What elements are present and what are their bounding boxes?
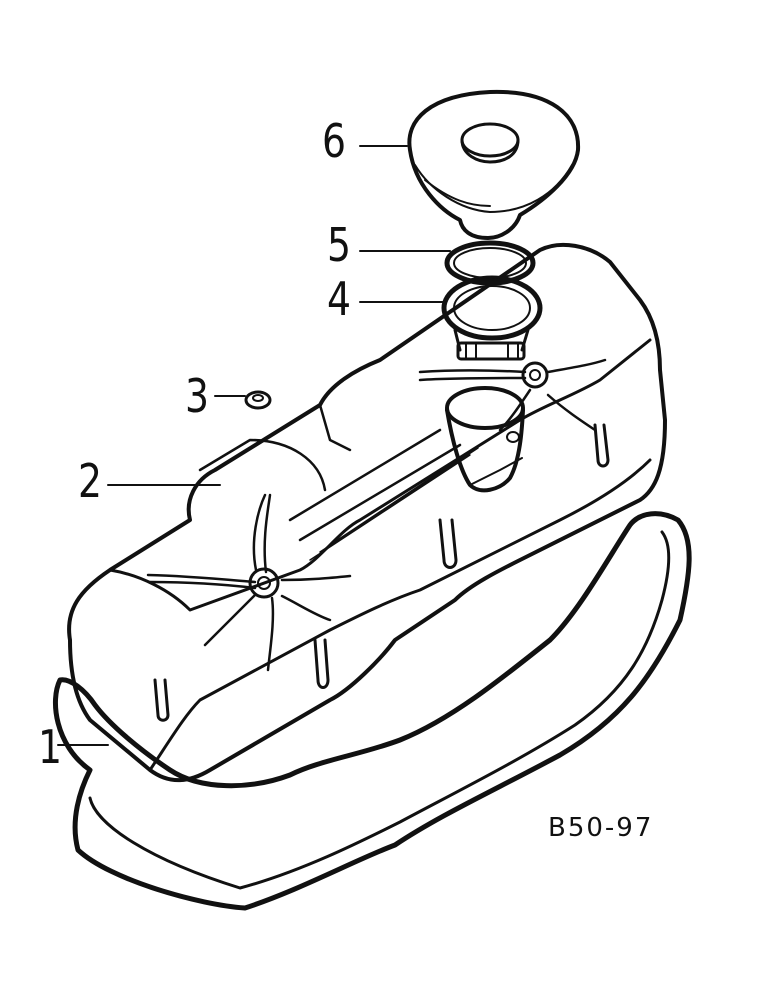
- callout-4: 4: [327, 272, 352, 326]
- grommet-3: [244, 390, 272, 410]
- callout-6: 6: [322, 114, 347, 168]
- breather-cap-6: [407, 89, 581, 240]
- leader-lines: [57, 145, 451, 746]
- callout-2: 2: [78, 454, 103, 508]
- callout-1: 1: [38, 720, 63, 774]
- valve-cover-2: [67, 242, 667, 783]
- clamp-4: [441, 275, 543, 361]
- figure-code: B50-97: [548, 813, 654, 843]
- gasket-1: [52, 511, 692, 911]
- o-ring-5: [444, 240, 536, 286]
- callout-3: 3: [185, 369, 210, 423]
- callout-5: 5: [327, 218, 352, 272]
